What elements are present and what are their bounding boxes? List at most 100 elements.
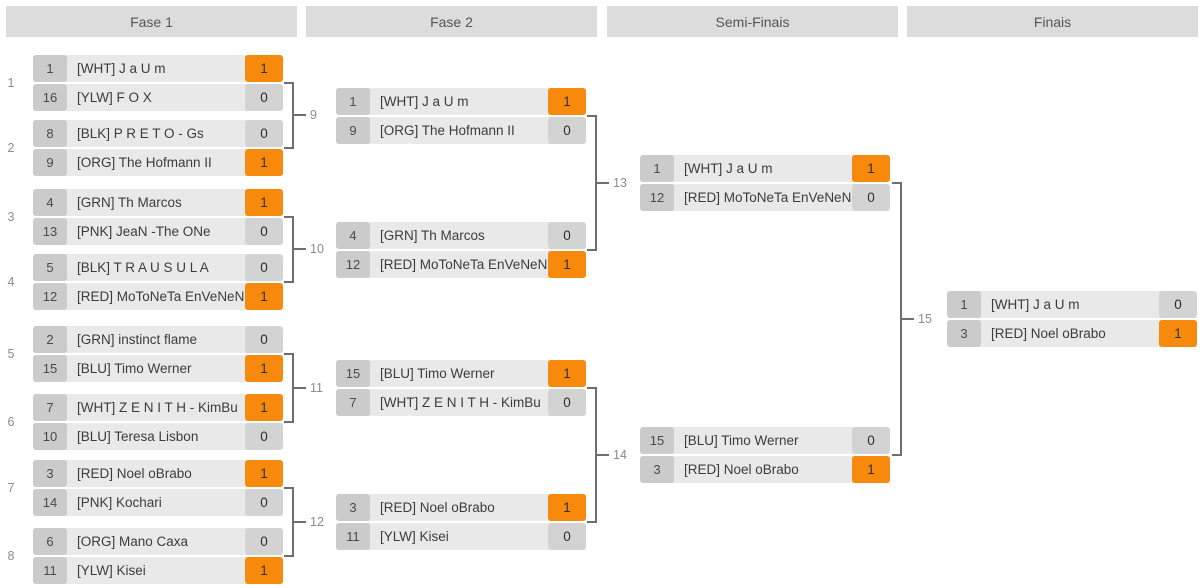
score-cell: 0 xyxy=(548,389,586,416)
seed-badge: 15 xyxy=(336,360,370,387)
match-7-slot-1[interactable]: 3 [RED] Noel oBrabo 1 xyxy=(33,460,283,487)
score-cell: 0 xyxy=(245,528,283,555)
participant-name: [GRN] Th Marcos xyxy=(77,195,182,210)
match-3-slot-1[interactable]: 4 [GRN] Th Marcos 1 xyxy=(33,189,283,216)
score-cell: 0 xyxy=(245,218,283,245)
match-15: 1 [WHT] J a U m 0 3 [RED] Noel oBrabo 1 xyxy=(947,291,1197,349)
score-cell: 1 xyxy=(245,460,283,487)
score-cell: 1 xyxy=(548,360,586,387)
score-cell: 0 xyxy=(245,423,283,450)
seed-badge: 9 xyxy=(336,117,370,144)
score-cell: 1 xyxy=(852,456,890,483)
seed-badge: 3 xyxy=(640,456,674,483)
match-2-slot-1[interactable]: 8 [BLK] P R E T O - Gs 0 xyxy=(33,120,283,147)
match-13-slot-2[interactable]: 12 [RED] MoToNeTa EnVeNeN 0 xyxy=(640,184,890,211)
match-9-slot-2[interactable]: 9 [ORG] The Hofmann II 0 xyxy=(336,117,586,144)
match-7-slot-2[interactable]: 14 [PNK] Kochari 0 xyxy=(33,489,283,516)
match-11: 15 [BLU] Timo Werner 1 7 [WHT] Z E N I T… xyxy=(336,360,586,418)
participant-name: [RED] MoToNeTa EnVeNeN xyxy=(380,257,548,272)
match-6-number: 6 xyxy=(7,415,15,429)
seed-badge: 15 xyxy=(33,355,67,382)
seed-badge: 1 xyxy=(336,88,370,115)
participant-name: [RED] Noel oBrabo xyxy=(991,326,1106,341)
match-4-slot-1[interactable]: 5 [BLK] T R A U S U L A 0 xyxy=(33,254,283,281)
seed-badge: 3 xyxy=(947,320,981,347)
participant-name: [PNK] JeaN -The ONe xyxy=(77,224,211,239)
match-5-slot-2[interactable]: 15 [BLU] Timo Werner 1 xyxy=(33,355,283,382)
connector-m14-stub xyxy=(596,454,609,456)
seed-badge: 4 xyxy=(336,222,370,249)
seed-badge: 3 xyxy=(33,460,67,487)
match-15-slot-2[interactable]: 3 [RED] Noel oBrabo 1 xyxy=(947,320,1197,347)
connector-m12-stub xyxy=(293,521,306,523)
match-1-slot-2[interactable]: 16 [YLW] F O X 0 xyxy=(33,84,283,111)
match-8-slot-2[interactable]: 11 [YLW] Kisei 1 xyxy=(33,557,283,584)
match-12-slot-1[interactable]: 3 [RED] Noel oBrabo 1 xyxy=(336,494,586,521)
match-10-slot-1[interactable]: 4 [GRN] Th Marcos 0 xyxy=(336,222,586,249)
seed-badge: 9 xyxy=(33,149,67,176)
match-15-slot-1[interactable]: 1 [WHT] J a U m 0 xyxy=(947,291,1197,318)
match-8-slot-1[interactable]: 6 [ORG] Mano Caxa 0 xyxy=(33,528,283,555)
score-cell: 1 xyxy=(852,155,890,182)
match-14-slot-2[interactable]: 3 [RED] Noel oBrabo 1 xyxy=(640,456,890,483)
participant-name: [WHT] J a U m xyxy=(380,94,469,109)
participant-name: [RED] Noel oBrabo xyxy=(380,500,495,515)
seed-badge: 5 xyxy=(33,254,67,281)
seed-badge: 1 xyxy=(640,155,674,182)
participant-name: [RED] MoToNeTa EnVeNeN xyxy=(684,190,852,205)
match-9-number: 9 xyxy=(310,108,317,122)
match-11-slot-2[interactable]: 7 [WHT] Z E N I T H - KimBu 0 xyxy=(336,389,586,416)
match-13: 1 [WHT] J a U m 1 12 [RED] MoToNeTa EnVe… xyxy=(640,155,890,213)
match-1: 1 [WHT] J a U m 1 16 [YLW] F O X 0 xyxy=(33,55,283,113)
match-13-slot-1[interactable]: 1 [WHT] J a U m 1 xyxy=(640,155,890,182)
participant-name: [BLU] Timo Werner xyxy=(77,361,192,376)
match-12-slot-2[interactable]: 11 [YLW] Kisei 0 xyxy=(336,523,586,550)
score-cell: 1 xyxy=(245,394,283,421)
participant-name: [BLK] P R E T O - Gs xyxy=(77,126,204,141)
match-4-slot-2[interactable]: 12 [RED] MoToNeTa EnVeNeN 1 xyxy=(33,283,283,310)
round-header-semi-finais: Semi-Finais xyxy=(607,6,898,37)
match-7-number: 7 xyxy=(7,481,15,495)
match-14-slot-1[interactable]: 15 [BLU] Timo Werner 0 xyxy=(640,427,890,454)
score-cell: 0 xyxy=(548,222,586,249)
score-cell: 1 xyxy=(245,355,283,382)
score-cell: 0 xyxy=(245,84,283,111)
match-13-number: 13 xyxy=(613,176,627,190)
match-9-slot-1[interactable]: 1 [WHT] J a U m 1 xyxy=(336,88,586,115)
score-cell: 0 xyxy=(548,523,586,550)
match-2: 8 [BLK] P R E T O - Gs 0 9 [ORG] The Hof… xyxy=(33,120,283,178)
score-cell: 0 xyxy=(245,254,283,281)
match-3-number: 3 xyxy=(7,210,15,224)
score-cell: 1 xyxy=(548,88,586,115)
score-cell: 0 xyxy=(852,427,890,454)
match-11-slot-1[interactable]: 15 [BLU] Timo Werner 1 xyxy=(336,360,586,387)
match-6-slot-1[interactable]: 7 [WHT] Z E N I T H - KimBu 1 xyxy=(33,394,283,421)
match-12-number: 12 xyxy=(310,515,324,529)
match-3-slot-2[interactable]: 13 [PNK] JeaN -The ONe 0 xyxy=(33,218,283,245)
participant-name: [BLU] Timo Werner xyxy=(380,366,495,381)
round-header-finais: Finais xyxy=(907,6,1198,37)
match-1-slot-1[interactable]: 1 [WHT] J a U m 1 xyxy=(33,55,283,82)
seed-badge: 15 xyxy=(640,427,674,454)
connector-m10-stub xyxy=(293,248,306,250)
match-5-slot-1[interactable]: 2 [GRN] instinct flame 0 xyxy=(33,326,283,353)
score-cell: 1 xyxy=(1159,320,1197,347)
match-14: 15 [BLU] Timo Werner 0 3 [RED] Noel oBra… xyxy=(640,427,890,485)
participant-name: [BLK] T R A U S U L A xyxy=(77,260,209,275)
match-2-slot-2[interactable]: 9 [ORG] The Hofmann II 1 xyxy=(33,149,283,176)
participant-name: [RED] Noel oBrabo xyxy=(684,462,799,477)
match-10-slot-2[interactable]: 12 [RED] MoToNeTa EnVeNeN 1 xyxy=(336,251,586,278)
score-cell: 0 xyxy=(852,184,890,211)
match-6: 7 [WHT] Z E N I T H - KimBu 1 10 [BLU] T… xyxy=(33,394,283,452)
seed-badge: 16 xyxy=(33,84,67,111)
score-cell: 1 xyxy=(245,557,283,584)
match-10-number: 10 xyxy=(310,242,324,256)
match-6-slot-2[interactable]: 10 [BLU] Teresa Lisbon 0 xyxy=(33,423,283,450)
seed-badge: 1 xyxy=(33,55,67,82)
match-5-number: 5 xyxy=(7,347,15,361)
participant-name: [YLW] Kisei xyxy=(380,529,449,544)
match-2-number: 2 xyxy=(7,141,15,155)
participant-name: [BLU] Timo Werner xyxy=(684,433,799,448)
seed-badge: 1 xyxy=(947,291,981,318)
